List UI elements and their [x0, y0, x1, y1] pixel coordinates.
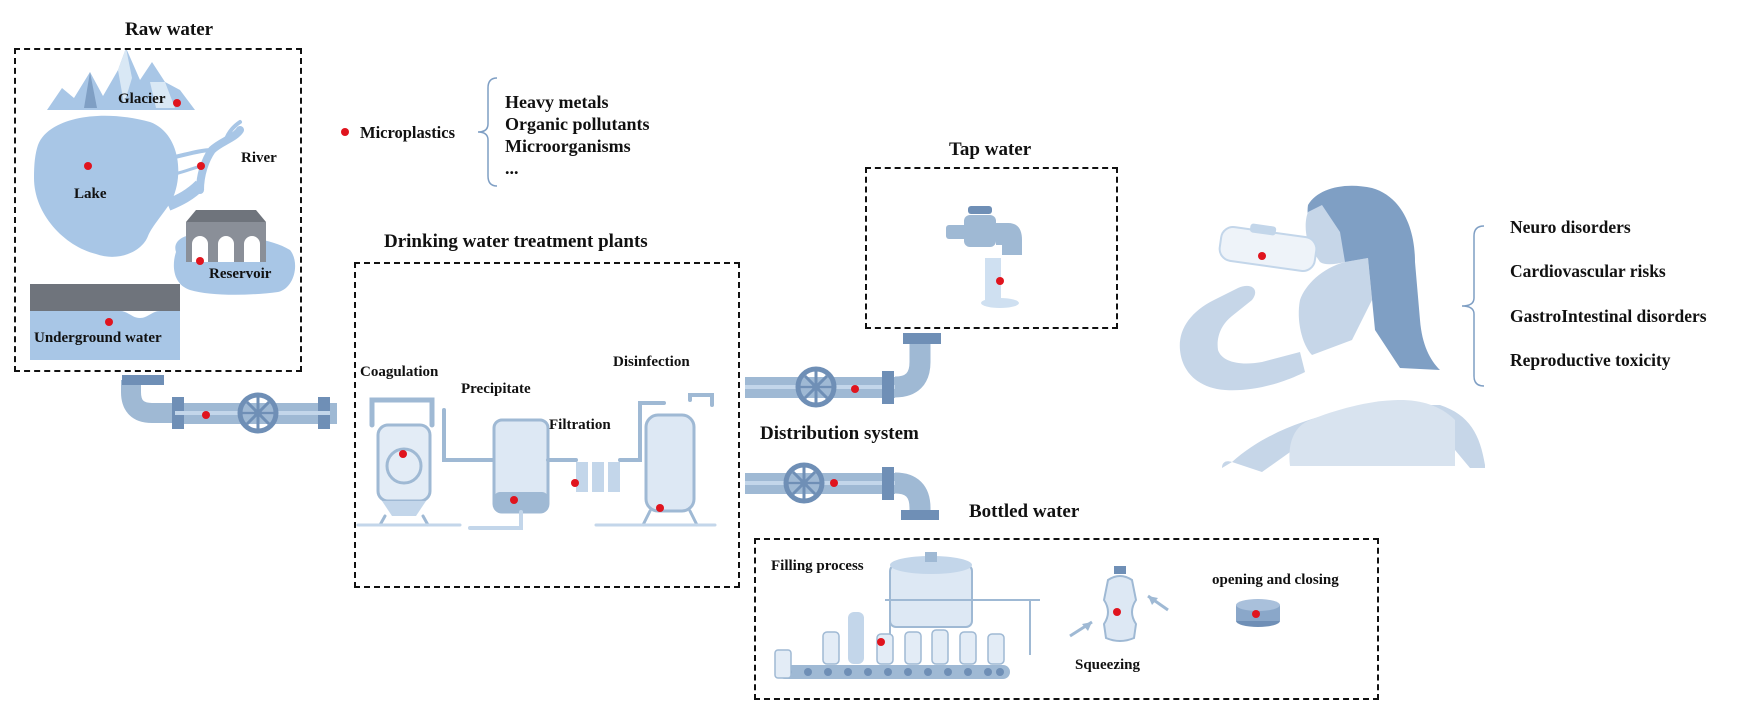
microplastic-dot	[1258, 252, 1266, 260]
microplastic-dot	[1252, 610, 1260, 618]
person-drinking-icon	[1179, 185, 1485, 472]
health-effect-item: GastroIntestinal disorders	[1510, 306, 1707, 326]
microplastic-dot	[996, 277, 1004, 285]
bottled-water-box	[754, 538, 1379, 700]
microplastic-dot	[1113, 608, 1121, 616]
lake-icon	[34, 115, 179, 257]
health-effect-item: Neuro disorders	[1510, 217, 1631, 237]
health-effect-item: Cardiovascular risks	[1510, 261, 1666, 281]
coagulation-label: Coagulation	[360, 364, 439, 380]
distribution-pipe	[745, 467, 939, 520]
microplastics-label: Microplastics	[360, 123, 456, 142]
opening-closing-label: opening and closing	[1212, 572, 1339, 588]
tap-water-pipe	[745, 333, 941, 404]
microplastic-dot	[173, 99, 181, 107]
microplastic-dot	[84, 162, 92, 170]
valve-wheel-icon	[795, 366, 837, 408]
microplastic-dot	[196, 257, 204, 265]
raw-water-pipe	[121, 375, 337, 429]
microplastic-dot	[197, 162, 205, 170]
underground-water-label: Underground water	[34, 330, 162, 346]
treatment-plant-box	[354, 262, 740, 588]
microplastic-dot	[571, 479, 579, 487]
filtration-label: Filtration	[549, 417, 611, 433]
tap-water-title: Tap water	[949, 139, 1032, 160]
glacier-icon	[47, 48, 195, 110]
microplastic-dot	[510, 496, 518, 504]
treatment-equipment	[356, 393, 717, 530]
reservoir-label: Reservoir	[209, 266, 272, 282]
microplastic-dot	[105, 318, 113, 326]
list-item: Organic pollutants	[505, 114, 650, 134]
contaminants-bracket	[477, 77, 498, 187]
microplastic-dot	[830, 479, 838, 487]
precipitate-label: Precipitate	[461, 381, 531, 397]
distribution-system-title: Distribution system	[760, 423, 919, 444]
river-label: River	[241, 150, 277, 166]
underground-water-icon	[30, 284, 180, 360]
disinfection-label: Disinfection	[613, 354, 690, 370]
filling-line-icon	[774, 552, 1040, 679]
glacier-label: Glacier	[118, 91, 166, 107]
squeezing-label: Squeezing	[1075, 657, 1141, 673]
bottle-cap-icon	[1236, 599, 1280, 627]
valve-wheel-icon	[237, 392, 279, 434]
microplastic-dot	[877, 638, 885, 646]
reservoir-icon	[173, 210, 296, 295]
microplastic-dot	[399, 450, 407, 458]
co-contaminant-list: Heavy metals Organic pollutants Microorg…	[505, 91, 650, 179]
valve-wheel-icon	[783, 462, 825, 504]
microplastic-legend-dot	[341, 128, 349, 136]
raw-water-box	[14, 48, 302, 372]
microplastic-dot	[851, 385, 859, 393]
microplastic-dot	[202, 411, 210, 419]
faucet-icon	[946, 206, 1022, 308]
lake-label: Lake	[74, 186, 107, 202]
microplastic-dot	[656, 504, 664, 512]
bottled-water-title: Bottled water	[969, 501, 1080, 522]
list-item: ...	[505, 158, 519, 178]
health-bracket	[1461, 225, 1485, 387]
health-effect-item: Reproductive toxicity	[1510, 350, 1671, 370]
raw-water-title: Raw water	[125, 19, 214, 40]
treatment-plant-title: Drinking water treatment plants	[384, 231, 648, 252]
list-item: Heavy metals	[505, 92, 609, 112]
list-item: Microorganisms	[505, 136, 631, 156]
tap-water-box	[865, 167, 1118, 329]
filling-process-label: Filling process	[771, 558, 864, 574]
